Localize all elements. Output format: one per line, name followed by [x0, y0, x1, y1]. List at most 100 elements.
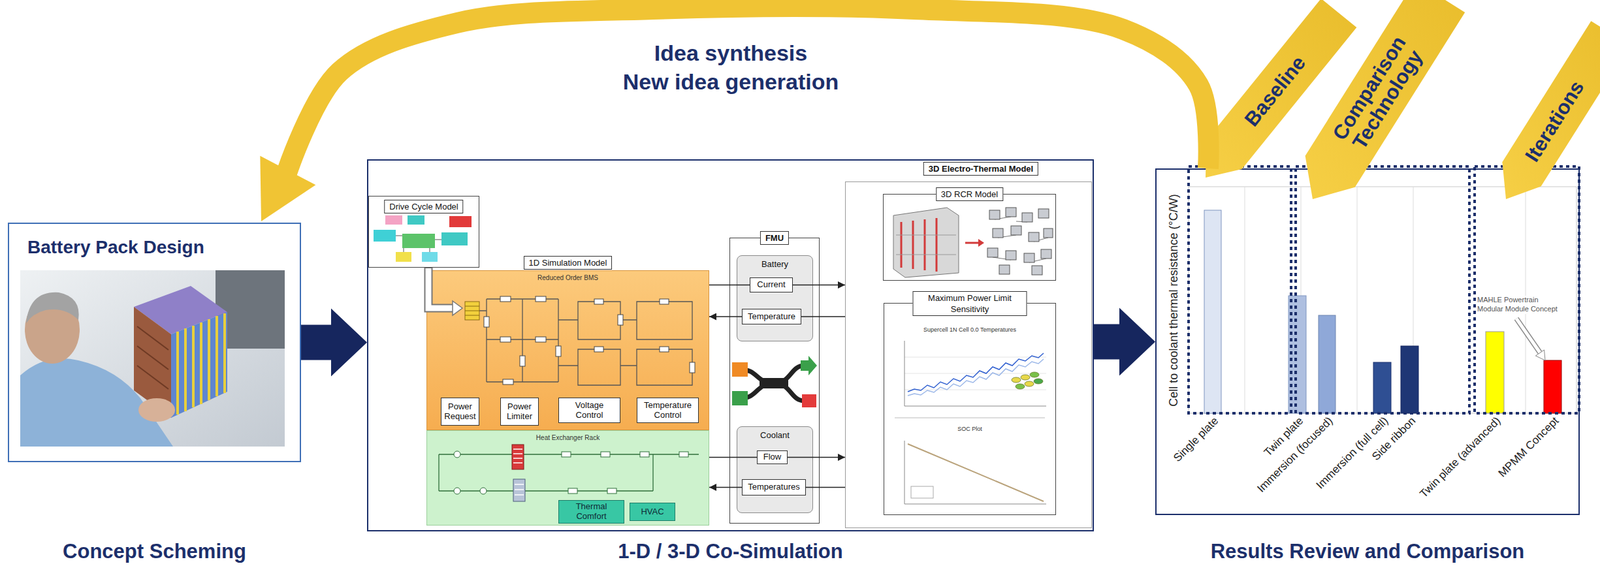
control-box: Power Limiter [500, 397, 539, 426]
drive-cycle-icons [395, 252, 412, 262]
rcr-illustration [992, 228, 1004, 238]
signal-box: Current [749, 277, 793, 293]
sensitivity-plots [1024, 381, 1034, 387]
flow-arrow [1093, 308, 1156, 377]
bar-chart [1400, 346, 1419, 414]
heat-exchanger-schematic [600, 451, 610, 458]
fmu-icon [800, 355, 817, 376]
pack-photo [20, 270, 285, 447]
cosim-panel: 1-D / 3-D Co-SimulationDrive Cycle Model… [367, 159, 1094, 532]
signal-box: Temperatures [741, 479, 806, 496]
axis-title: Cell to coolant thermal resistance (°C/W… [1167, 193, 1181, 407]
heat-exchanger-schematic [568, 488, 578, 494]
bms-region: Reduced Order BMS Power Request Power Limi… [426, 270, 710, 431]
heat-exchanger-schematic [438, 454, 699, 492]
signal-line [709, 457, 757, 459]
bar-chart [1474, 166, 1580, 414]
bar-chart [1516, 318, 1540, 353]
drive-cycle-icons [421, 252, 438, 262]
region-label: Reduced Order BMS [427, 274, 709, 283]
rcr-illustration [1022, 212, 1033, 223]
bar-chart [1543, 360, 1562, 414]
signal-box: Flow [756, 450, 788, 465]
bms-schematic [502, 379, 514, 385]
sensitivity-plots [1015, 384, 1025, 390]
box-heading: FMU [760, 231, 789, 245]
loop-label: Idea synthesis [654, 40, 808, 66]
input-arrow [428, 267, 454, 309]
bms-schematic [500, 296, 511, 302]
drive-cycle-icons [449, 216, 472, 228]
concept-panel: Battery Pack DesignConcept Scheming [7, 222, 302, 463]
rcr-illustration [1040, 249, 1052, 259]
group-label: Battery [737, 259, 813, 270]
bms-schematic [483, 296, 695, 385]
box-label: HVAC [632, 507, 673, 518]
model-box: 3D RCR Model [882, 193, 1056, 281]
bar-chart [1373, 362, 1392, 414]
rcr-illustration [965, 242, 979, 245]
bar-chart [1188, 166, 1580, 414]
category-label: Single plate [1170, 414, 1222, 465]
annotation: MAHLE Powertrain Modular Module Concept [1477, 295, 1565, 315]
signal-line [709, 284, 750, 287]
box-label: Power Request [443, 402, 477, 422]
signal-group: CoolantFlowTemperatures [736, 426, 814, 514]
rcr-illustration [1005, 250, 1017, 260]
sensitivity-plots [1029, 372, 1040, 378]
sensitivity-plots [1011, 372, 1043, 390]
drive-cycle-icons [385, 215, 403, 225]
arrow-label: Comparison Technology [1325, 27, 1432, 161]
pack-photo [133, 286, 228, 335]
fmu-box: FMUBatteryCurrentTemperatureCoolantFlowT… [729, 237, 820, 524]
heat-exchanger-schematic [561, 451, 689, 494]
box-heading: 3D RCR Model [935, 187, 1004, 202]
arrow-label: Baseline [1240, 52, 1311, 131]
control-box: Power Request [440, 397, 480, 426]
bms-schematic [594, 346, 604, 352]
sensitivity-plots [907, 359, 1044, 396]
heat-exchanger-schematic [679, 451, 689, 458]
signal-group: BatteryCurrentTemperature [736, 255, 814, 342]
drive-cycle-icons [373, 229, 396, 242]
fmu-icon [801, 394, 817, 408]
pack-photo [171, 312, 228, 418]
signal-line [709, 284, 750, 286]
thermal-region: Heat Exchanger RackThermal ComfortHVAC [426, 430, 710, 526]
bms-schematic [464, 301, 480, 320]
pack-photo [137, 326, 169, 390]
signal-line [709, 316, 742, 318]
bms-schematic [464, 296, 695, 386]
rcr-illustration [1005, 207, 1017, 217]
yellow-pointer-arrow [1205, 0, 1600, 200]
heat-exchanger-schematic [513, 479, 526, 502]
bar-chart [1485, 331, 1504, 414]
signal-line [709, 487, 742, 489]
sensitivity-plots [904, 440, 1047, 505]
bms-schematic [479, 299, 559, 383]
bms-schematic [535, 296, 546, 302]
box-heading: 3D Electro-Thermal Model [923, 161, 1039, 176]
bar-chart [1288, 295, 1307, 414]
drive-cycle-icons [373, 215, 472, 262]
signal-line [805, 487, 846, 489]
pack-photo [20, 270, 285, 447]
bms-schematic [558, 301, 693, 386]
heat-exchanger-schematic [640, 451, 650, 458]
bar-chart [1535, 350, 1546, 361]
rcr-illustration [992, 216, 1049, 263]
signal-line [805, 487, 846, 488]
flow-arrow [1093, 308, 1156, 377]
fmu-icon [732, 391, 748, 406]
rcr-illustration [989, 210, 1000, 220]
bms-schematic [519, 355, 526, 367]
rcr-illustration [896, 235, 957, 255]
sensitivity-plots [907, 444, 1044, 502]
hvac-box: HVAC [629, 502, 676, 522]
input-arrow [428, 267, 463, 316]
bms-schematic [464, 306, 480, 316]
fmu-icon [732, 362, 748, 377]
signal-line [709, 487, 742, 488]
fmu-icon [759, 378, 789, 389]
signal-line [709, 316, 742, 318]
